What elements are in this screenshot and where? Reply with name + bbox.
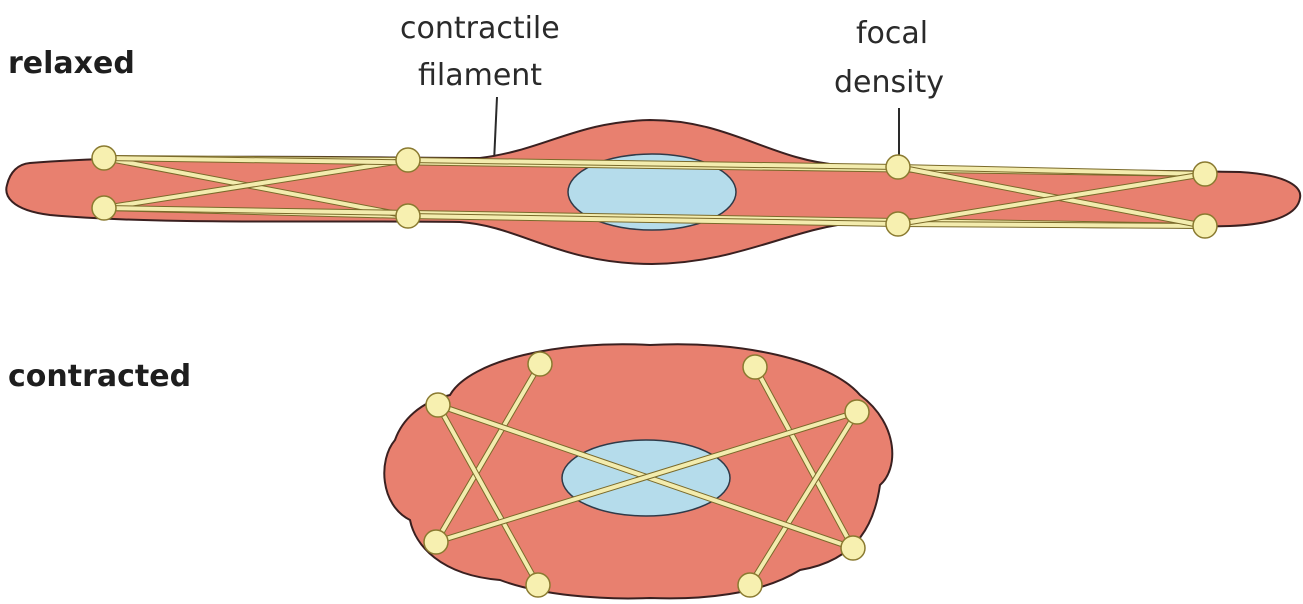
relaxed-focal-density — [92, 146, 116, 170]
relaxed-focal-density — [1193, 214, 1217, 238]
relaxed-focal-density — [1193, 162, 1217, 186]
contracted-focal-density — [738, 573, 762, 597]
focal-density-label-line1: focal — [856, 16, 928, 51]
relaxed-focal-density — [92, 196, 116, 220]
relaxed-focal-density — [396, 204, 420, 228]
contractile-filament-label-line1: contractile — [400, 11, 560, 46]
contracted-focal-density — [841, 536, 865, 560]
focal-density-label-line2: density — [834, 65, 944, 100]
relaxed-cell — [6, 120, 1300, 264]
relaxed-contractile-filament — [898, 224, 1205, 226]
contracted-focal-density — [526, 573, 550, 597]
contracted-focal-density — [743, 355, 767, 379]
contracted-cell — [384, 344, 892, 598]
relaxed-focal-density — [886, 155, 910, 179]
contracted-focal-density — [528, 352, 552, 376]
contracted-label: contracted — [8, 359, 191, 394]
contracted-focal-density — [424, 530, 448, 554]
contractile-filament-label-line2: filament — [418, 58, 542, 93]
relaxed-focal-density — [396, 148, 420, 172]
relaxed-focal-density — [886, 212, 910, 236]
relaxed-label: relaxed — [8, 46, 135, 81]
contracted-focal-density — [426, 393, 450, 417]
contracted-focal-density — [845, 400, 869, 424]
